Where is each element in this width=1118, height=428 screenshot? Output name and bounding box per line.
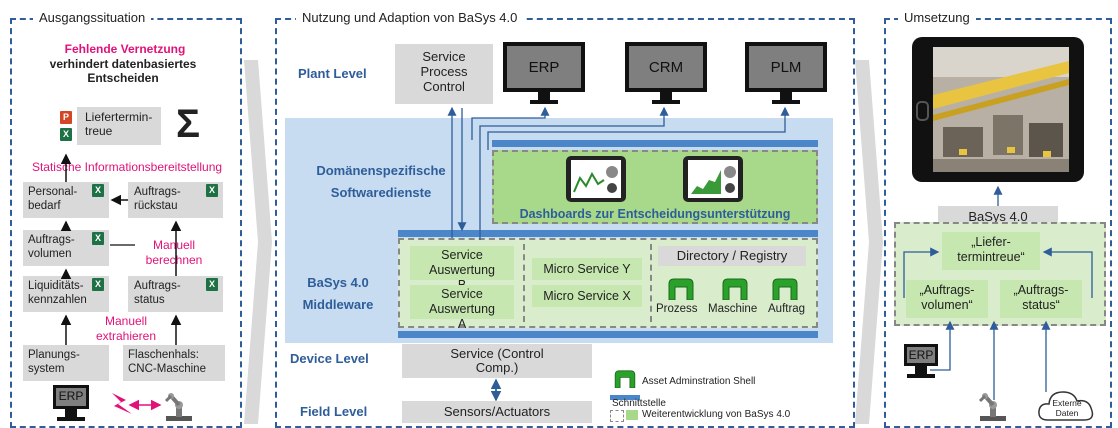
erp-monitor-right: ERP bbox=[904, 344, 938, 378]
asset-administration-shell-icon bbox=[614, 370, 636, 388]
label-softwaredienste: Softwaredienste bbox=[330, 185, 432, 200]
label-basys: BaSys 4.0 bbox=[307, 275, 369, 290]
box-dashboards bbox=[492, 150, 818, 224]
dashboard-tablet-icon bbox=[683, 156, 743, 202]
box-auftragsrueckstau: Auftrags-rückstau bbox=[128, 182, 223, 218]
label-plant-level: Plant Level bbox=[298, 66, 367, 81]
box-service-auswertung-a: Service Auswertung A bbox=[410, 285, 514, 331]
label-prozess: Prozess bbox=[656, 303, 698, 315]
label-device-level: Device Level bbox=[290, 351, 369, 366]
legend-green-swatch bbox=[626, 410, 638, 420]
legend-interface-swatch bbox=[610, 395, 640, 400]
box-liefertermintreue-right: „Liefer-termintreue“ bbox=[942, 232, 1040, 270]
label-middleware: Middleware bbox=[302, 297, 374, 312]
label-manuell-berechnen: Manuell berechnen bbox=[145, 238, 203, 267]
label-maschine: Maschine bbox=[708, 303, 758, 315]
left-flow-arrows bbox=[60, 153, 182, 414]
label-externe-daten: Externe Daten bbox=[1052, 398, 1082, 418]
legend-aas-label: Asset Adminstration Shell bbox=[642, 376, 756, 387]
label-statische-informationsbereitstellung: Statische Informationsbereitstellung bbox=[31, 160, 223, 174]
factory-3d-view bbox=[933, 47, 1069, 172]
label-basys-middleware: BaSys 4.0 Middleware bbox=[288, 272, 388, 316]
box-service-process-control: Service Process Control bbox=[395, 44, 493, 104]
dashboard-tablet-icon bbox=[566, 156, 626, 202]
erp-monitor: ERP bbox=[503, 42, 585, 104]
headline-fehlende-vernetzung: Fehlende Vernetzung bbox=[64, 42, 186, 56]
panel-title-ausgangssituation: Ausgangssituation bbox=[33, 10, 152, 25]
excel-icon: X bbox=[92, 184, 104, 197]
sigma-icon: Σ bbox=[176, 102, 201, 146]
legend-dashed-swatch bbox=[610, 410, 624, 422]
label-domaenenspezifische-softwaredienste: Domänenspezifische Softwaredienste bbox=[288, 160, 474, 204]
excel-icon: X bbox=[92, 278, 104, 291]
label-dashboards: Dashboards zur Entscheidungsunterstützun… bbox=[519, 207, 791, 221]
label-manuell-extrahieren: Manuell extrahieren bbox=[95, 314, 157, 343]
headline-entscheiden: verhindert datenbasiertes Entscheiden bbox=[49, 57, 197, 85]
panel-title-basys-nutzung: Nutzung und Adaption von BaSys 4.0 bbox=[296, 10, 524, 25]
box-service-auswertung-b: Service Auswertung B bbox=[410, 246, 514, 292]
box-micro-service-y: Micro Service Y bbox=[532, 258, 642, 280]
crm-monitor: CRM bbox=[625, 42, 707, 104]
excel-icon: X bbox=[92, 232, 104, 245]
box-planungssystem: Planungs-system bbox=[23, 345, 109, 381]
box-micro-service-x: Micro Service X bbox=[532, 285, 642, 307]
interface-bar bbox=[398, 331, 818, 338]
box-liquiditaetskennzahlen: Liquiditäts-kennzahlen bbox=[23, 276, 109, 312]
label-domaenenspezifische: Domänenspezifische bbox=[316, 163, 446, 178]
label-field-level: Field Level bbox=[300, 404, 368, 419]
chevron-right-icon bbox=[855, 60, 883, 424]
box-auftragsvolumen-right: „Auftrags-volumen“ bbox=[906, 280, 988, 318]
excel-icon: X bbox=[206, 184, 218, 197]
excel-icon: X bbox=[206, 278, 218, 291]
interface-bar bbox=[398, 230, 818, 237]
box-directory-registry: Directory / Registry bbox=[658, 246, 806, 266]
box-flaschenhals-cnc: Flaschenhals: CNC-Maschine bbox=[123, 345, 225, 381]
asset-administration-shell-icon bbox=[722, 278, 748, 300]
divider bbox=[650, 244, 652, 322]
robot-arm-icon bbox=[164, 393, 192, 421]
tablet-home-button bbox=[916, 101, 929, 121]
asset-administration-shell-icon bbox=[668, 278, 694, 300]
box-auftragsstatus-right: „Auftrags-status“ bbox=[1000, 280, 1082, 318]
legend-weiterentwicklung-label: Weiterentwicklung von BaSys 4.0 bbox=[642, 409, 791, 420]
label-auftrag: Auftrag bbox=[768, 303, 806, 315]
interface-bar bbox=[492, 140, 818, 147]
divider bbox=[523, 244, 525, 322]
plm-monitor: PLM bbox=[745, 42, 827, 104]
legend-schnittstelle-label: Schnittstelle bbox=[612, 398, 666, 409]
erp-monitor-left: ERP bbox=[53, 385, 89, 421]
cloud-icon bbox=[1038, 391, 1094, 421]
box-sensors-actuators: Sensors/Actuators bbox=[402, 401, 592, 423]
excel-icon: X bbox=[60, 128, 72, 141]
powerpoint-icon: P bbox=[60, 111, 72, 124]
asset-administration-shell-icon bbox=[772, 278, 798, 300]
right-connector-arrows bbox=[903, 185, 1093, 400]
middle-connector-arrows bbox=[447, 106, 790, 402]
box-service-control-comp: Service (Control Comp.) bbox=[402, 344, 592, 378]
robot-arm-icon bbox=[978, 393, 1006, 421]
box-liefertermintreue: Liefertermin-treue bbox=[77, 107, 161, 145]
chevron-right-icon bbox=[244, 60, 272, 424]
panel-title-umsetzung: Umsetzung bbox=[898, 10, 976, 25]
